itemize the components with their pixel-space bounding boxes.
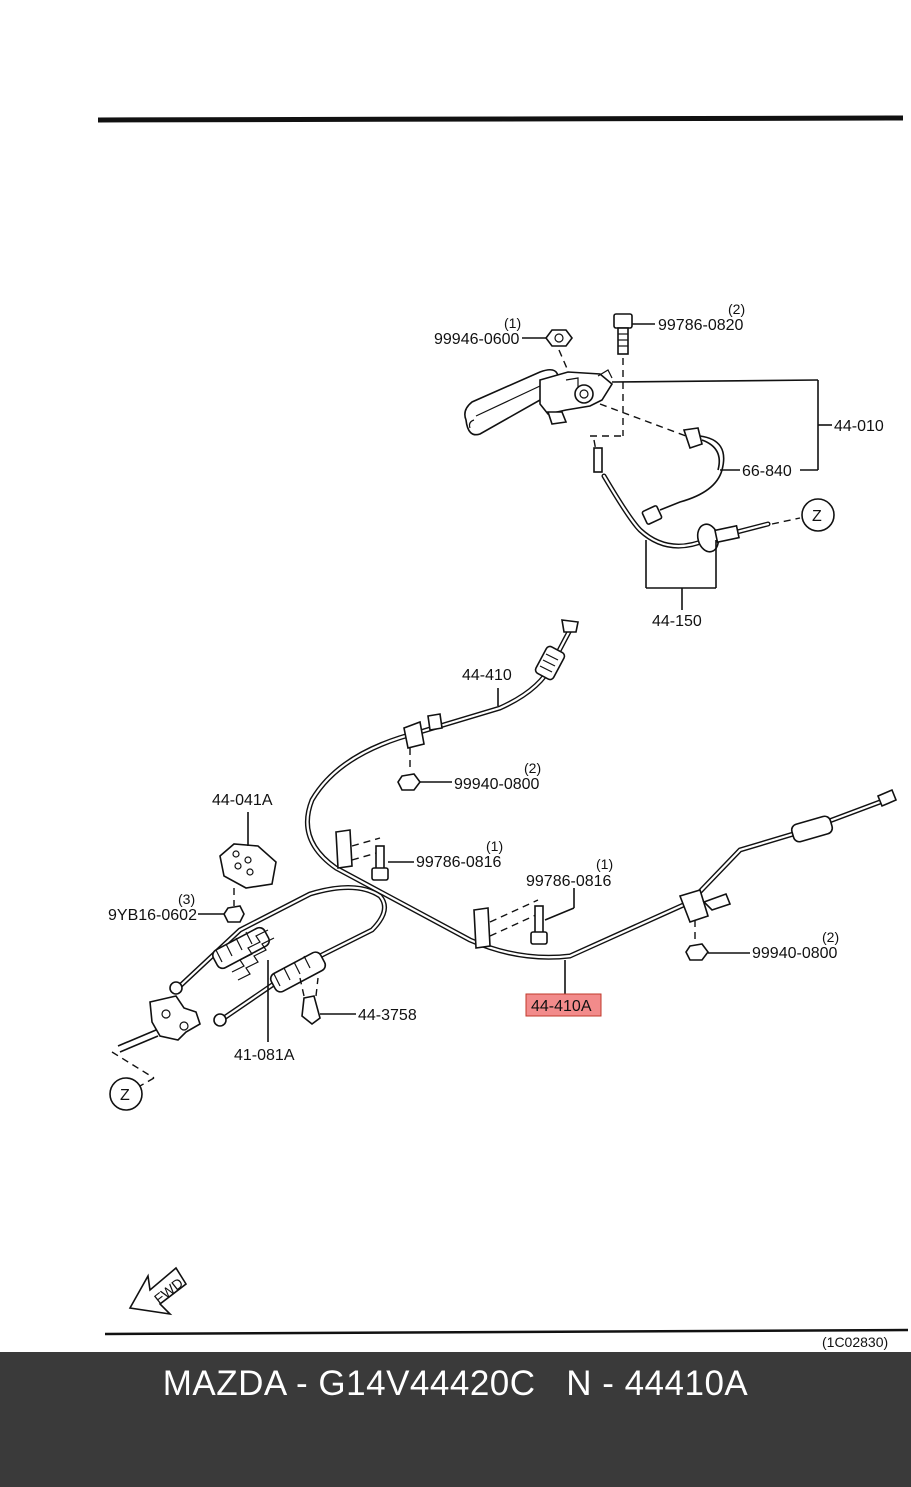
handbrake-lever-assembly bbox=[464, 313, 835, 610]
fwd-arrow-icon bbox=[128, 1266, 188, 1316]
qty-99786-0816-a: (1) bbox=[486, 838, 503, 854]
qty-99786-0820: (2) bbox=[728, 301, 745, 317]
callout-99786-0816-a: 99786-0816 bbox=[416, 854, 502, 871]
callout-9yb16-0602: 9YB16-0602 bbox=[108, 907, 197, 924]
rear-cables bbox=[304, 619, 898, 994]
bottom-rule bbox=[104, 1328, 909, 1336]
top-rule bbox=[97, 115, 904, 123]
callout-44-041a: 44-041A bbox=[212, 792, 273, 809]
footer-title: MAZDA - G14V44420C N - 44410A bbox=[162, 1364, 749, 1403]
callout-z-bottom: Z bbox=[120, 1087, 130, 1104]
callout-z-top: Z bbox=[812, 508, 822, 525]
callout-41-081a: 41-081A bbox=[234, 1047, 295, 1064]
callout-44-410a: 44-410A bbox=[531, 998, 592, 1015]
highlight-44-410a bbox=[525, 993, 602, 1017]
callout-99940-0800-b: 99940-0800 bbox=[752, 945, 838, 962]
qty-99940-0800-a: (2) bbox=[524, 760, 541, 776]
callout-66-840: 66-840 bbox=[742, 463, 792, 480]
qty-9yb16-0602: (3) bbox=[178, 891, 195, 907]
callout-44-150: 44-150 bbox=[652, 613, 702, 630]
callout-99786-0816-b: 99786-0816 bbox=[526, 873, 612, 890]
footer-bar bbox=[0, 1352, 911, 1487]
reference-code: (1C02830) bbox=[822, 1334, 888, 1350]
callout-99940-0800-a: 99940-0800 bbox=[454, 776, 540, 793]
callout-44-3758: 44-3758 bbox=[358, 1007, 417, 1024]
parts-diagram: FWD (1C02830) 99946-0600 (1) 99786-0820 … bbox=[97, 115, 909, 1350]
qty-99786-0816-b: (1) bbox=[596, 856, 613, 872]
callout-99786-0820: 99786-0820 bbox=[658, 317, 744, 334]
qty-99940-0800-b: (2) bbox=[822, 929, 839, 945]
callout-99946-0600: 99946-0600 bbox=[434, 331, 520, 348]
qty-99946-0600: (1) bbox=[504, 315, 521, 331]
callout-44-410: 44-410 bbox=[462, 667, 512, 684]
left-rear-assembly bbox=[109, 812, 387, 1111]
callout-44-010: 44-010 bbox=[834, 418, 884, 435]
